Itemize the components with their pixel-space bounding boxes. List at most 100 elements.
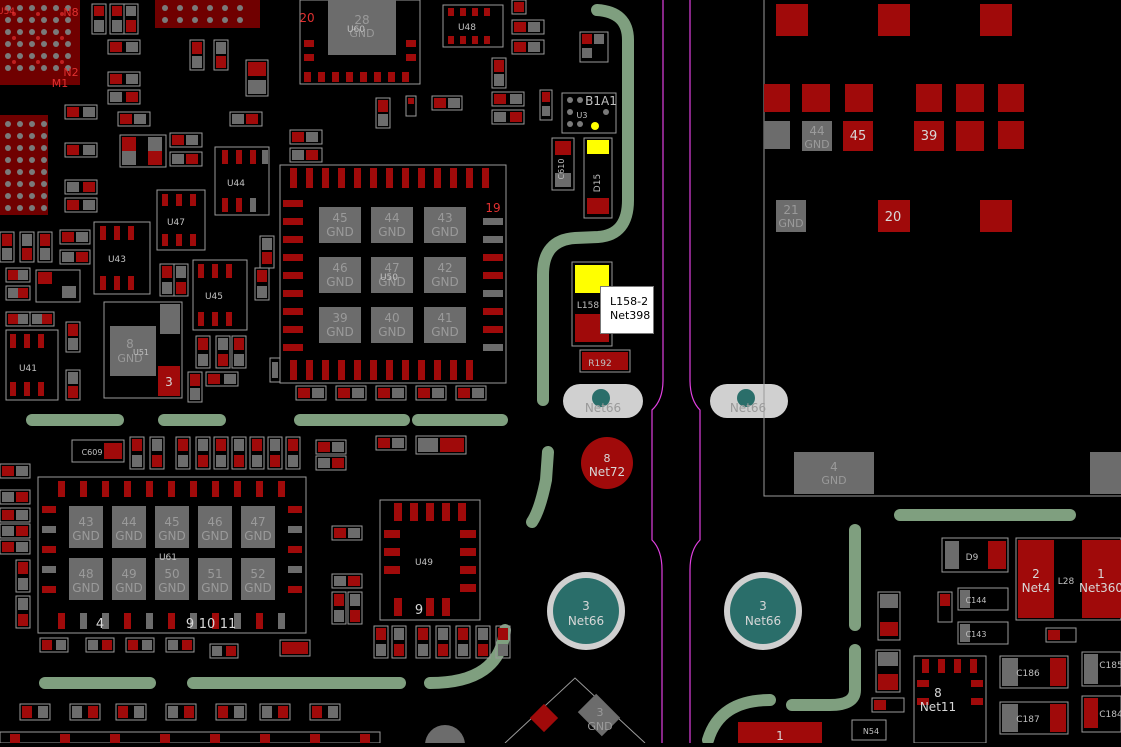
u50-pad-43-net: GND — [431, 225, 459, 239]
u60-pin-20: 20 — [299, 11, 314, 25]
cap-c609[interactable]: C609 — [71, 439, 125, 463]
ref-r192: R192 — [588, 359, 611, 369]
cap-c144[interactable]: C144 — [937, 587, 1009, 623]
cap-c184[interactable]: C184 — [1081, 695, 1121, 733]
via-right-net: Net66 — [745, 614, 781, 628]
l28-net360: Net360 — [1079, 581, 1121, 595]
chip-u44[interactable]: U44 — [214, 146, 270, 216]
chip-u60[interactable]: 28 GND U60 20 — [299, 0, 421, 85]
right-pad-45: 45 — [850, 129, 867, 144]
ref-c610: C610 — [557, 159, 566, 180]
right-pad-21-net: GND — [778, 217, 803, 230]
u61-pad-51-net: GND — [201, 581, 229, 595]
u61-pad-47: 47 — [250, 515, 265, 529]
net-tooltip: L158-2 Net398 — [600, 286, 654, 334]
cap-c186[interactable]: C186 — [999, 655, 1069, 689]
via-net66-right[interactable]: 3 Net66 — [724, 572, 802, 650]
pad-net66-left[interactable]: Net66 — [563, 384, 643, 418]
passive-components-bottom — [0, 435, 511, 744]
u61-pad-46: 46 — [207, 515, 222, 529]
ref-c185: C185 — [1099, 661, 1121, 671]
ref-u49: U49 — [415, 558, 433, 568]
board-slot-outline — [651, 0, 701, 743]
pad-net66-right[interactable]: Net66 — [710, 384, 788, 418]
u23-pin: 8 — [934, 686, 942, 700]
ref-n54: N54 — [863, 727, 879, 736]
ref-d9: D9 — [966, 553, 979, 563]
ref-u54: U54 — [0, 7, 15, 17]
u61-pad-44-net: GND — [115, 529, 143, 543]
chip-u47[interactable]: U47 — [156, 189, 206, 251]
u61-pad-43-net: GND — [72, 529, 100, 543]
chip-u45[interactable]: U45 — [192, 259, 248, 331]
ref-d15: D15 — [593, 174, 603, 192]
u61-pad-48-net: GND — [72, 581, 100, 595]
u61-pad-49: 49 — [121, 567, 136, 581]
cap-c187[interactable]: C187 — [999, 701, 1069, 735]
u50-pad-44: 44 — [384, 211, 399, 225]
u61-pad-43: 43 — [78, 515, 93, 529]
u61-pin-10: 10 — [199, 617, 216, 632]
chip-u48[interactable]: U48 — [442, 4, 504, 48]
ref-c143: C143 — [966, 630, 987, 639]
ref-n8: N8 — [63, 6, 78, 19]
u50-pin-19: 19 — [485, 201, 500, 215]
ref-c186: C186 — [1016, 669, 1040, 679]
cap-c143[interactable]: C143 — [957, 621, 1077, 645]
chip-u41[interactable]: U41 — [5, 329, 59, 401]
u61-pad-52: 52 — [250, 567, 265, 581]
via-left-net: Net66 — [568, 614, 604, 628]
u50-pad-41-net: GND — [431, 325, 459, 339]
l28-pin-1: 1 — [1097, 567, 1105, 581]
b1a1-group[interactable]: B1A1 U3 — [561, 92, 617, 134]
right-pad-39: 39 — [921, 129, 938, 144]
chip-u43[interactable]: U43 — [93, 221, 151, 295]
u61-pin-4: 4 — [96, 617, 104, 632]
u51-pad-num: 8 — [126, 337, 134, 351]
u61-pad-50-net: GND — [158, 581, 186, 595]
ref-u61: U61 — [159, 553, 177, 563]
misc-right-parts — [738, 591, 905, 743]
u50-pad-42: 42 — [437, 261, 452, 275]
via-net72[interactable]: 8 Net72 — [581, 437, 633, 489]
right-pad-44: 44 — [809, 124, 824, 138]
u23-net: Net11 — [920, 700, 956, 714]
u60-pad-num: 28 — [354, 13, 369, 27]
cap-c185[interactable]: C185 — [1081, 651, 1121, 687]
ref-c609: C609 — [82, 448, 103, 457]
via-net66-left[interactable]: 3 Net66 — [547, 572, 625, 650]
resistor-r192[interactable]: R192 — [579, 349, 631, 373]
inductor-l28[interactable]: 2 Net4 1 Net360 L28 — [1015, 537, 1121, 621]
ref-u50: U50 — [380, 273, 398, 283]
bga-grid-top-left: N8 N2 M1 U54 — [0, 0, 80, 90]
diode-d9[interactable]: D9 — [941, 537, 1009, 573]
net72-label: Net72 — [589, 465, 625, 479]
net66-label-left: Net66 — [585, 401, 621, 415]
chip-u49[interactable]: U49 9 — [379, 499, 481, 621]
right-pad-4: 4 — [830, 460, 838, 474]
ref-u44: U44 — [227, 179, 245, 189]
u61-pad-48: 48 — [78, 567, 93, 581]
cap-c610[interactable]: C610 — [551, 137, 575, 191]
l28-net4: Net4 — [1022, 581, 1051, 595]
u50-pad-40-net: GND — [378, 325, 406, 339]
ref-m1: M1 — [52, 77, 69, 90]
u61-pad-46-net: GND — [201, 529, 229, 543]
component-bottom-diamond[interactable]: 3 GND — [425, 677, 646, 747]
ref-c187: C187 — [1016, 715, 1039, 725]
u50-pad-47-net: GND — [378, 275, 406, 289]
right-pad-4-net: GND — [821, 474, 846, 487]
ref-u47: U47 — [167, 218, 185, 228]
passive-components — [0, 0, 609, 403]
u50-pad-45: 45 — [332, 211, 347, 225]
component-right-area[interactable]: 44 GND 45 39 21 GND 20 4 GND — [763, 0, 1121, 497]
chip-u51[interactable]: 8 GND U51 3 — [103, 301, 183, 399]
chip-u23[interactable]: 8 Net11 — [913, 655, 987, 744]
bottom-pad-1: 1 — [776, 729, 784, 743]
diode-d15[interactable]: D15 — [583, 137, 613, 219]
resistor-n54[interactable]: N54 — [851, 719, 887, 741]
